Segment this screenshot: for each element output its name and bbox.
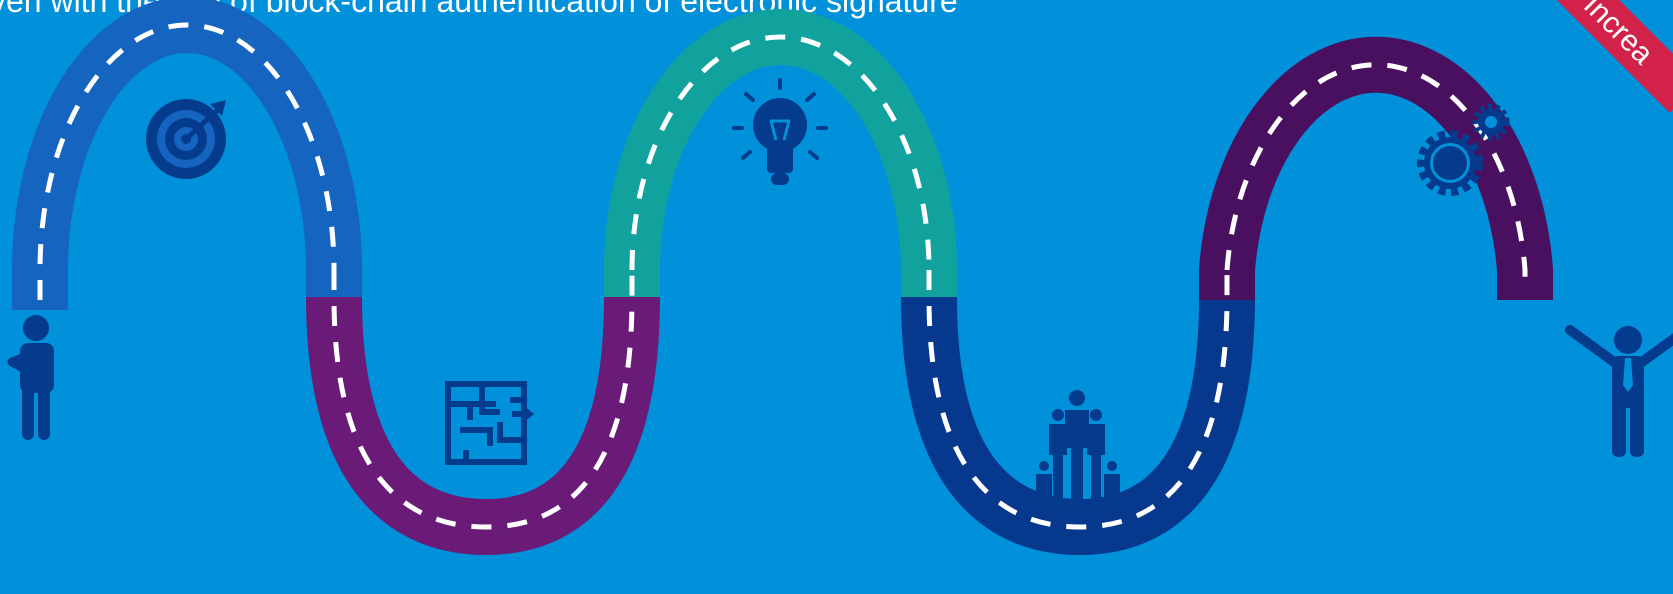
team-icon — [1036, 390, 1120, 512]
thinking-person-icon — [7, 315, 54, 440]
road-center-dashes — [37, 22, 1528, 530]
lightbulb-icon — [732, 78, 828, 185]
celebrating-person-icon — [1565, 325, 1673, 457]
target-icon — [146, 99, 226, 179]
maze-icon — [445, 381, 534, 465]
road-segment-5 — [1199, 36, 1553, 300]
gears-icon — [1417, 103, 1510, 196]
